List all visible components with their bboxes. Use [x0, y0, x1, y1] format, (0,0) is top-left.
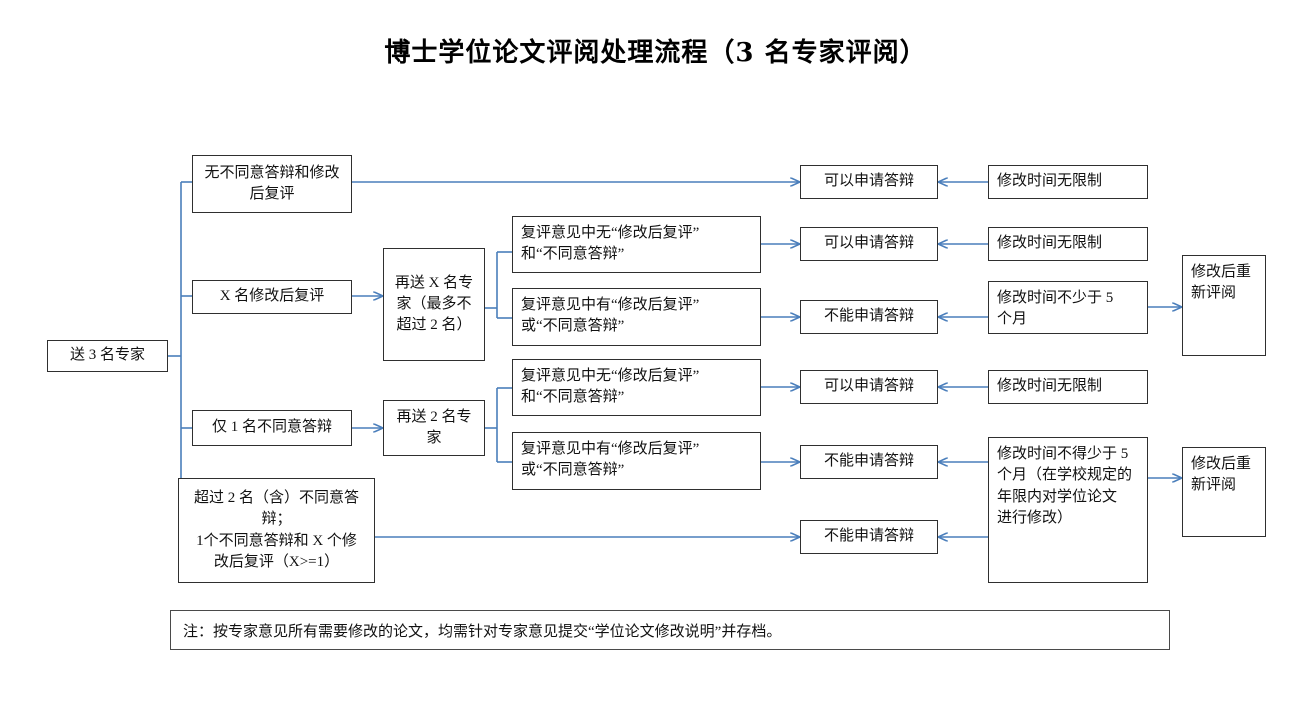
- node-branch-a-label: 无不同意答辩和修改 后复评: [204, 164, 340, 202]
- footnote-label: 注：按专家意见所有需要修改的论文，均需针对专家意见提交“学位论文修改说明”并存档…: [183, 623, 782, 640]
- node-result-1[interactable]: 可以申请答辩: [800, 165, 938, 199]
- node-start-label: 送 3 名专家: [69, 347, 145, 364]
- node-cond-4-label: 复评意见中有“修改后复评” 或“不同意答辩”: [521, 441, 700, 479]
- node-cond-2-label: 复评意见中有“修改后复评” 或“不同意答辩”: [521, 297, 700, 335]
- node-cond-1-label: 复评意见中无“修改后复评” 和“不同意答辩”: [521, 225, 700, 263]
- node-review-2[interactable]: 修改后重 新评阅: [1182, 447, 1266, 537]
- node-cond-1[interactable]: 复评意见中无“修改后复评” 和“不同意答辩”: [512, 216, 761, 273]
- node-cond-3-label: 复评意见中无“修改后复评” 和“不同意答辩”: [521, 368, 700, 406]
- node-time-5-label: 修改时间不得少于 5 个月（在学校规定的 年限内对学位论文 进行修改）: [997, 446, 1133, 526]
- node-resend-x-label: 再送 X 名专 家（最多不 超过 2 名）: [394, 274, 474, 334]
- node-result-3[interactable]: 不能申请答辩: [800, 300, 938, 334]
- page-title: 博士学位论文评阅处理流程（3 名专家评阅）: [384, 38, 927, 68]
- node-branch-c-label: 仅 1 名不同意答辩: [211, 419, 332, 436]
- node-result-4[interactable]: 可以申请答辩: [800, 370, 938, 404]
- node-branch-d-label: 超过 2 名（含）不同意答 辩； 1个不同意答辩和 X 个修 改后复评（X>=1…: [193, 489, 359, 570]
- node-cond-4[interactable]: 复评意见中有“修改后复评” 或“不同意答辩”: [512, 432, 761, 490]
- node-result-2[interactable]: 可以申请答辩: [800, 227, 938, 261]
- node-result-2-label: 可以申请答辩: [823, 235, 914, 252]
- node-resend-x[interactable]: 再送 X 名专 家（最多不 超过 2 名）: [383, 248, 485, 361]
- node-time-4-label: 修改时间无限制: [997, 378, 1103, 395]
- node-time-1-label: 修改时间无限制: [997, 173, 1103, 190]
- node-time-1[interactable]: 修改时间无限制: [988, 165, 1148, 199]
- node-result-4-label: 可以申请答辩: [823, 378, 914, 395]
- node-review-2-label: 修改后重 新评阅: [1191, 456, 1252, 494]
- node-time-3[interactable]: 修改时间不少于 5 个月: [988, 281, 1148, 334]
- node-branch-d[interactable]: 超过 2 名（含）不同意答 辩； 1个不同意答辩和 X 个修 改后复评（X>=1…: [178, 478, 375, 583]
- node-branch-a[interactable]: 无不同意答辩和修改 后复评: [192, 155, 352, 213]
- node-result-5[interactable]: 不能申请答辩: [800, 445, 938, 479]
- node-cond-2[interactable]: 复评意见中有“修改后复评” 或“不同意答辩”: [512, 288, 761, 346]
- node-time-2[interactable]: 修改时间无限制: [988, 227, 1148, 261]
- node-result-5-label: 不能申请答辩: [823, 453, 914, 470]
- node-resend-2[interactable]: 再送 2 名专 家: [383, 400, 485, 456]
- node-result-6-label: 不能申请答辩: [823, 528, 914, 545]
- node-cond-3[interactable]: 复评意见中无“修改后复评” 和“不同意答辩”: [512, 359, 761, 416]
- node-review-1[interactable]: 修改后重 新评阅: [1182, 255, 1266, 356]
- node-time-4[interactable]: 修改时间无限制: [988, 370, 1148, 404]
- node-branch-b[interactable]: X 名修改后复评: [192, 280, 352, 314]
- node-branch-c[interactable]: 仅 1 名不同意答辩: [192, 410, 352, 446]
- node-start[interactable]: 送 3 名专家: [47, 340, 168, 372]
- node-time-3-label: 修改时间不少于 5 个月: [997, 290, 1114, 328]
- node-time-5[interactable]: 修改时间不得少于 5 个月（在学校规定的 年限内对学位论文 进行修改）: [988, 437, 1148, 583]
- node-review-1-label: 修改后重 新评阅: [1191, 264, 1252, 302]
- node-result-6[interactable]: 不能申请答辩: [800, 520, 938, 554]
- node-branch-b-label: X 名修改后复评: [219, 288, 325, 305]
- node-time-2-label: 修改时间无限制: [997, 235, 1103, 252]
- footnote: 注：按专家意见所有需要修改的论文，均需针对专家意见提交“学位论文修改说明”并存档…: [170, 610, 1170, 650]
- node-result-3-label: 不能申请答辩: [823, 308, 914, 325]
- node-resend-2-label: 再送 2 名专 家: [396, 408, 472, 446]
- node-result-1-label: 可以申请答辩: [823, 173, 914, 190]
